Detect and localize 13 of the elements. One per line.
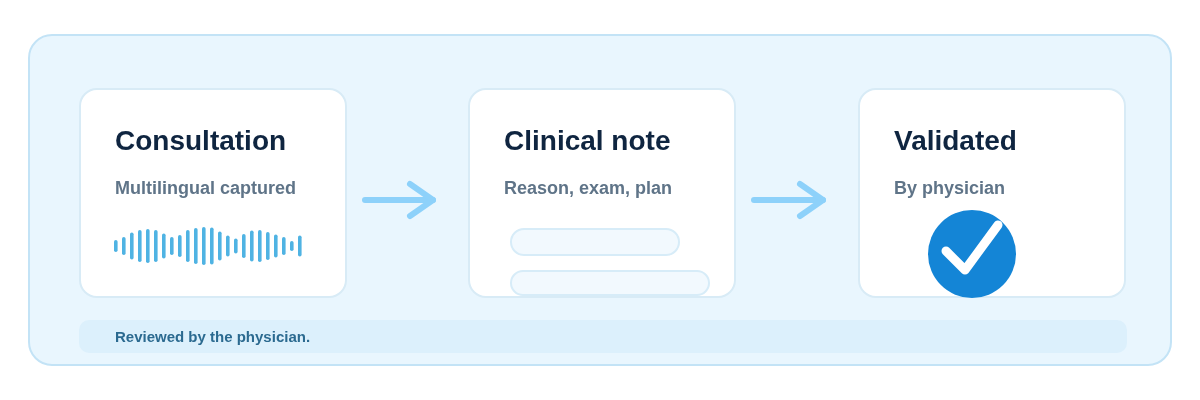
card-title: Consultation [115,124,287,158]
card-subtitle: By physician [894,177,1006,199]
footer-note: Reviewed by the physician. [115,326,311,347]
card-title: Clinical note [504,124,671,158]
step-card [79,88,347,298]
card-title: Validated [894,124,1017,158]
card-subtitle: Reason, exam, plan [504,177,673,199]
arrow [362,181,436,219]
arrow [751,181,826,219]
background-panel [28,34,1172,366]
step-card [468,88,736,298]
step-card [858,88,1126,298]
card-subtitle: Multilingual captured [115,177,296,199]
